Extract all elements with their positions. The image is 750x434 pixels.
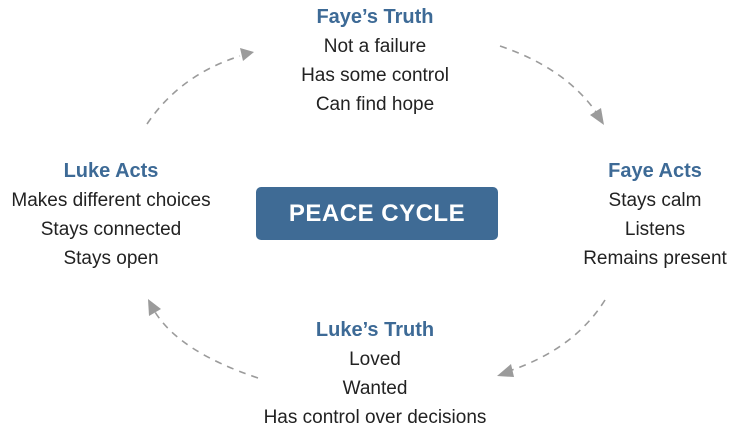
fayes-truth-title: Faye’s Truth	[316, 6, 434, 28]
luke-acts-line: Stays open	[63, 248, 159, 269]
luke-acts-line: Stays connected	[40, 219, 182, 240]
lukes-truth-node: Luke’s Truth Loved Wanted Has control ov…	[225, 315, 525, 432]
arrow-left-to-top	[146, 55, 241, 125]
arrow-right-to-bottom-head	[497, 364, 514, 377]
fayes-truth-line: Has some control	[301, 65, 449, 86]
lukes-truth-title: Luke’s Truth	[315, 319, 435, 341]
faye-acts-line: Listens	[624, 219, 686, 240]
fayes-truth-node: Faye’s Truth Not a failure Has some cont…	[225, 2, 525, 119]
lukes-truth-line: Loved	[349, 349, 401, 370]
arrow-bottom-to-left-head	[148, 299, 161, 316]
arrow-left-to-top-head	[240, 48, 254, 61]
faye-acts-node: Faye Acts Stays calm Listens Remains pre…	[555, 156, 750, 273]
luke-acts-node: Luke Acts Makes different choices Stays …	[0, 156, 222, 273]
faye-acts-title: Faye Acts	[608, 160, 702, 182]
arrow-top-to-right-head	[590, 108, 604, 125]
fayes-truth-line: Can find hope	[315, 94, 435, 115]
arrow-right-to-bottom	[511, 299, 606, 371]
luke-acts-line: Makes different choices	[11, 190, 211, 211]
faye-acts-line: Remains present	[583, 248, 727, 269]
lukes-truth-line: Wanted	[342, 378, 408, 399]
peace-cycle-label: PEACE CYCLE	[256, 187, 498, 240]
arrow-top-to-right	[499, 45, 597, 113]
luke-acts-title: Luke Acts	[63, 160, 159, 182]
fayes-truth-line: Not a failure	[323, 36, 427, 57]
faye-acts-line: Stays calm	[608, 190, 702, 211]
lukes-truth-line: Has control over decisions	[263, 407, 487, 428]
arrow-bottom-to-left	[154, 311, 259, 379]
